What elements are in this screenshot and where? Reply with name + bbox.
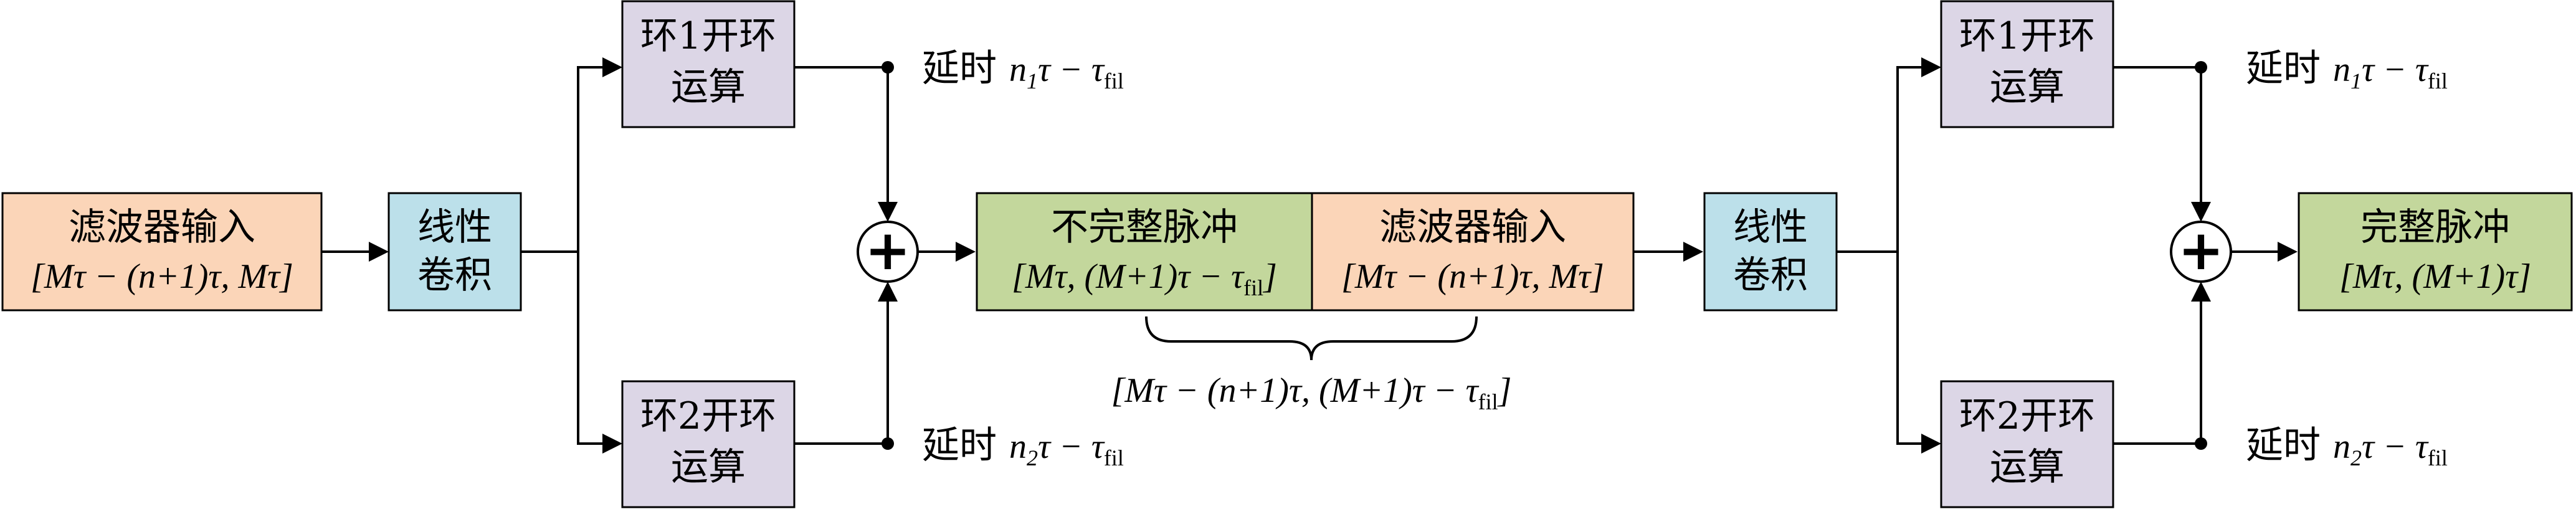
loop2-line2-2: 运算 [1990,445,2065,489]
sum-plus-2: + [2178,218,2224,282]
sum-junction-2: + [2170,218,2232,283]
filter-input-title-1: 滤波器输入 [69,206,255,249]
loop2-line2-1: 运算 [671,445,746,489]
sum-plus-1: + [865,218,911,282]
delay-expr-top-1: n1τ − τfil [1009,50,1124,93]
linear-conv-line2-2: 卷积 [1733,254,1808,297]
filter-input-range-2: [Mτ − (n+1)τ, Mτ] [1341,257,1604,296]
incomplete-pulse-title: 不完整脉冲 [1051,206,1238,249]
delay-label-top-2: 延时 n1τ − τfil [2246,47,2448,93]
filter-input-range-1: [Mτ − (n+1)τ, Mτ] [31,257,293,296]
filter-input-block-1: 滤波器输入 [Mτ − (n+1)τ, Mτ] [1,192,323,312]
filter-input-box-2 [1311,192,1635,312]
loop1-box-2 [1940,0,2114,128]
complete-pulse-range: [Mτ, (M+1)τ] [2339,257,2531,296]
linear-conv-line1-2: 线性 [1733,206,1808,249]
loop1-block-1: 环1开环 运算 [621,0,796,128]
complete-pulse-title: 完整脉冲 [2360,206,2510,249]
loop2-block-1: 环2开环 运算 [621,380,796,508]
incomplete-pulse-box [976,192,1313,312]
arrow-to-loop1-2 [1896,57,1941,252]
brace-range-label: [Mτ − (n+1)τ, (M+1)τ − τfil] [1111,371,1512,414]
delay-expr-top-2: n1τ − τfil [2333,50,2448,93]
filter-input-box-1 [1,192,323,312]
delay-label-bottom-1: 延时 n2τ − τfil [922,424,1124,470]
loop2-line1-2: 环2开环 [1959,394,2095,438]
delay-cn-bottom-1: 延时 [922,424,997,467]
linear-conv-box-1 [387,192,522,312]
loop1-block-2: 环1开环 运算 [1940,0,2114,128]
delay-cn-bottom-2: 延时 [2246,424,2321,467]
delay-cn-top-1: 延时 [922,47,997,90]
complete-pulse-block: 完整脉冲 [Mτ, (M+1)τ] [2298,192,2573,312]
loop2-box-1 [621,380,796,508]
loop1-line1-2: 环1开环 [1959,14,2095,58]
incomplete-pulse-block: 不完整脉冲 [Mτ, (M+1)τ − τfil] [976,192,1313,312]
filter-input-block-2: 滤波器输入 [Mτ − (n+1)τ, Mτ] [1311,192,1635,312]
linear-conv-box-2 [1703,192,1838,312]
linear-conv-block-2: 线性 卷积 [1703,192,1838,312]
complete-pulse-box [2298,192,2573,312]
delay-label-bottom-2: 延时 n2τ − τfil [2246,424,2448,470]
range-brace [1145,316,1478,361]
linear-conv-block-1: 线性 卷积 [387,192,522,312]
arrow-to-loop2-1 [577,252,622,454]
loop2-box-2 [1940,380,2114,508]
delay-expr-bottom-2: n2τ − τfil [2333,427,2448,470]
delay-label-top-1: 延时 n1τ − τfil [922,47,1124,93]
delay-expr-bottom-1: n2τ − τfil [1009,427,1124,470]
loop1-line2-2: 运算 [1990,65,2065,109]
arrow-to-loop2-2 [1896,252,1941,454]
incomplete-pulse-range: [Mτ, (M+1)τ − τfil] [1012,257,1277,300]
linear-conv-line2-1: 卷积 [417,254,492,297]
loop1-line1-1: 环1开环 [640,14,776,58]
loop1-line2-1: 运算 [671,65,746,109]
linear-conv-line1-1: 线性 [417,206,492,249]
loop2-block-2: 环2开环 运算 [1940,380,2114,508]
sum-junction-1: + [857,218,919,283]
arrow-to-loop1-1 [577,57,622,252]
loop2-line1-1: 环2开环 [640,394,776,438]
loop1-box-1 [621,0,796,128]
delay-cn-top-2: 延时 [2246,47,2321,90]
filter-input-title-2: 滤波器输入 [1379,206,1566,249]
